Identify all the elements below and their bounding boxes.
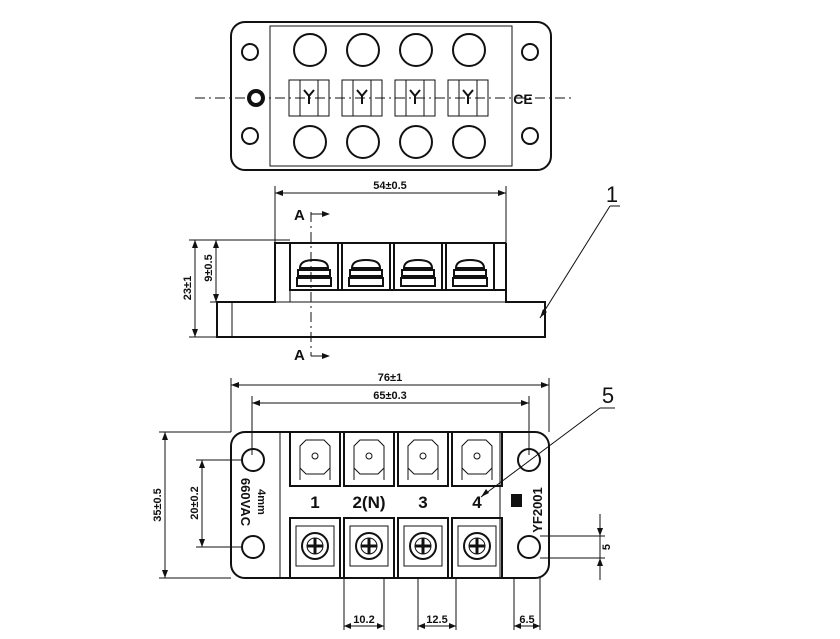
dim-side-label: 5 <box>601 544 613 550</box>
callout-leader <box>480 407 601 498</box>
top-view-body <box>230 21 552 171</box>
callout-5: 5 <box>602 383 614 408</box>
front-terminal-pocket <box>341 242 391 291</box>
callout-leader <box>539 205 611 319</box>
mount-hole <box>241 535 265 559</box>
mount-hole <box>517 448 541 472</box>
terminal-slot <box>341 79 383 117</box>
certification-logo-inner <box>251 93 261 103</box>
screw-access-hole <box>293 125 327 159</box>
screw-terminal-block <box>343 517 395 579</box>
front-terminal-pocket <box>289 242 339 291</box>
rating-current: 4mm <box>255 489 267 515</box>
screw-access-hole <box>346 125 380 159</box>
top-view: CE <box>195 21 575 171</box>
dim-overall-label: 76±1 <box>378 372 402 384</box>
screw-access-hole <box>399 33 433 67</box>
section-label-top: A <box>294 207 305 224</box>
brand-logo-icon <box>511 494 522 507</box>
terminal-slot <box>394 79 436 117</box>
front-terminal-pocket <box>445 242 495 291</box>
callout-1: 1 <box>606 182 618 207</box>
front-view: 54±0.5 A A 23±1 <box>182 180 620 364</box>
bottom-view: 76±1 65±0.3 <box>152 372 615 630</box>
terminal-label: 4 <box>472 493 482 512</box>
quick-connect-tab <box>451 431 503 487</box>
dim-width-label: 54±0.5 <box>373 180 407 192</box>
screw-access-hole <box>399 125 433 159</box>
mount-hole <box>517 535 541 559</box>
terminal-label: 2(N) <box>352 493 385 512</box>
screw-terminal-block <box>451 517 503 579</box>
dim-height-total-label: 23±1 <box>182 276 194 300</box>
dim-hole-spacing-label: 20±0.2 <box>189 486 201 520</box>
dim-height-upper-label: 9±0.5 <box>203 254 215 281</box>
mount-hole <box>521 127 539 145</box>
section-label-bottom: A <box>294 347 305 364</box>
dim-edge-label: 6.5 <box>519 614 534 626</box>
dim-pitch-b-label: 12.5 <box>426 614 447 626</box>
screw-head-icon <box>296 258 332 287</box>
mount-hole <box>241 127 259 145</box>
terminal-label: 3 <box>418 493 427 512</box>
mount-hole <box>241 448 265 472</box>
mount-hole <box>241 43 259 61</box>
terminal-slot <box>447 79 489 117</box>
quick-connect-tab <box>397 431 449 487</box>
screw-head-icon <box>348 258 384 287</box>
terminal-slot <box>288 79 330 117</box>
quick-connect-tab <box>343 431 395 487</box>
model-label: YF2001 <box>530 487 545 533</box>
ce-mark: CE <box>513 91 532 107</box>
screw-head-icon <box>452 258 488 287</box>
dim-height-label: 35±0.5 <box>152 488 164 522</box>
terminal-label: 1 <box>310 493 319 512</box>
dim-mount-label: 65±0.3 <box>373 390 407 402</box>
screw-access-hole <box>452 33 486 67</box>
screw-terminal-block <box>289 517 341 579</box>
screw-access-hole <box>293 33 327 67</box>
dim-pitch-a-label: 10.2 <box>353 614 374 626</box>
mount-hole <box>521 43 539 61</box>
screw-head-icon <box>400 258 436 287</box>
screw-access-hole <box>452 125 486 159</box>
front-terminal-pocket <box>393 242 443 291</box>
contact-symbol-group <box>303 89 474 104</box>
rating-voltage: 660VAC <box>238 478 253 527</box>
quick-connect-tab <box>289 431 341 487</box>
screw-terminal-block <box>397 517 449 579</box>
screw-access-hole <box>346 33 380 67</box>
top-view-inner-frame <box>269 25 513 167</box>
